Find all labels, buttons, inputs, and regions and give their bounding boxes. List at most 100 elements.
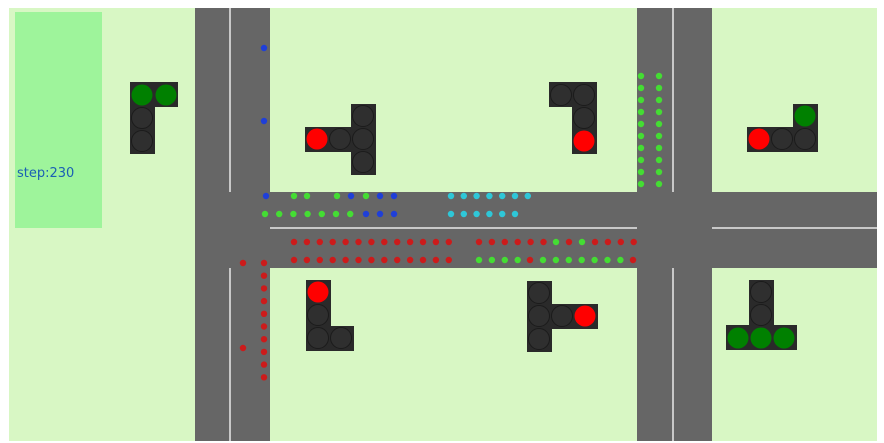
vehicle-dot xyxy=(638,121,644,127)
vehicle-dot xyxy=(579,239,585,245)
vehicle-dot xyxy=(261,349,267,355)
vehicle-dot xyxy=(566,239,572,245)
vehicle-dot xyxy=(499,211,505,217)
vehicle-dot xyxy=(291,193,297,199)
vehicle-dot xyxy=(420,239,426,245)
signal-lamp-red xyxy=(308,282,329,303)
vehicle-dot xyxy=(638,181,644,187)
vehicle-dot xyxy=(656,169,662,175)
horizontal-road xyxy=(195,192,877,268)
vehicle-dot xyxy=(291,257,297,263)
vehicle-dot xyxy=(591,257,597,263)
vehicle-dot xyxy=(407,239,413,245)
vehicle-dot xyxy=(476,239,482,245)
signal-lamp xyxy=(132,131,153,152)
signal-lamp xyxy=(308,328,329,349)
vehicle-dot xyxy=(638,85,644,91)
vehicle-dot xyxy=(333,211,339,217)
vehicle-dot xyxy=(433,239,439,245)
signal-lamp-green xyxy=(751,328,772,349)
vehicle-dot xyxy=(638,145,644,151)
vehicle-dot xyxy=(261,336,267,342)
vehicle-dot xyxy=(261,260,267,266)
vehicle-dot xyxy=(605,239,611,245)
vehicle-dot xyxy=(631,239,637,245)
vehicle-dot xyxy=(527,257,533,263)
vehicle-dot xyxy=(502,239,508,245)
signal-lamp-green xyxy=(156,85,177,106)
signal-lamp xyxy=(331,328,352,349)
vehicle-dot xyxy=(656,181,662,187)
vehicle-dot xyxy=(304,257,310,263)
vehicle-dot xyxy=(317,239,323,245)
signal-lamp-red xyxy=(574,131,595,152)
signal-lamp xyxy=(795,129,816,150)
signal-lamp xyxy=(353,152,374,173)
vehicle-dot xyxy=(394,239,400,245)
vehicle-dot xyxy=(276,211,282,217)
vehicle-dot xyxy=(381,257,387,263)
signal-lamp xyxy=(308,305,329,326)
vehicle-dot xyxy=(476,257,482,263)
status-panel xyxy=(15,12,102,228)
signal-lamp-green xyxy=(132,85,153,106)
vehicle-dot xyxy=(261,118,267,124)
vehicle-dot xyxy=(512,193,518,199)
vehicle-dot xyxy=(407,257,413,263)
vehicle-dot xyxy=(240,345,246,351)
vehicle-dot xyxy=(499,193,505,199)
vehicle-dot xyxy=(391,193,397,199)
signal-lamp-red xyxy=(749,129,770,150)
vehicle-dot xyxy=(377,211,383,217)
vehicle-dot xyxy=(553,257,559,263)
vehicle-dot xyxy=(489,257,495,263)
vehicle-dot xyxy=(342,257,348,263)
vehicle-dot xyxy=(347,211,353,217)
vehicle-dot xyxy=(656,157,662,163)
vehicle-dot xyxy=(502,257,508,263)
vehicle-dot xyxy=(656,85,662,91)
vehicle-dot xyxy=(486,193,492,199)
signal-lamp-red xyxy=(575,306,596,327)
signal-lamp xyxy=(353,129,374,150)
vehicle-dot xyxy=(363,193,369,199)
vehicle-dot xyxy=(304,193,310,199)
signal-lamp xyxy=(552,306,573,327)
signal-lamp-red xyxy=(307,129,328,150)
vehicle-dot xyxy=(348,193,354,199)
signal-lamp-green xyxy=(795,106,816,127)
vehicle-dot xyxy=(391,211,397,217)
vehicle-dot xyxy=(261,374,267,380)
signal-lamp xyxy=(574,108,595,129)
vehicle-dot xyxy=(638,157,644,163)
vehicle-dot xyxy=(448,211,454,217)
vehicle-dot xyxy=(638,109,644,115)
vehicle-dot xyxy=(638,97,644,103)
vehicle-dot xyxy=(579,257,585,263)
vehicle-dot xyxy=(262,211,268,217)
vehicle-dot xyxy=(656,145,662,151)
vehicle-dot xyxy=(638,133,644,139)
vehicle-dot xyxy=(304,211,310,217)
vehicle-dot xyxy=(630,257,636,263)
vehicle-dot xyxy=(261,273,267,279)
vehicle-dot xyxy=(263,193,269,199)
vehicle-dot xyxy=(618,239,624,245)
signal-lamp xyxy=(751,282,772,303)
signal-lamp-green xyxy=(774,328,795,349)
vehicle-dot xyxy=(486,211,492,217)
simulation-canvas: step:230 xyxy=(9,8,877,441)
vehicle-dot xyxy=(473,211,479,217)
vehicle-dot xyxy=(540,257,546,263)
vehicle-dot xyxy=(261,285,267,291)
vehicle-dot xyxy=(363,211,369,217)
signal-lamp xyxy=(529,306,550,327)
vehicle-dot xyxy=(355,239,361,245)
vehicle-dot xyxy=(240,260,246,266)
vehicle-dot xyxy=(446,257,452,263)
vehicle-dot xyxy=(261,45,267,51)
vehicle-dot xyxy=(420,257,426,263)
signal-lamp xyxy=(751,305,772,326)
vehicle-dot xyxy=(261,311,267,317)
vehicle-dot xyxy=(656,73,662,79)
